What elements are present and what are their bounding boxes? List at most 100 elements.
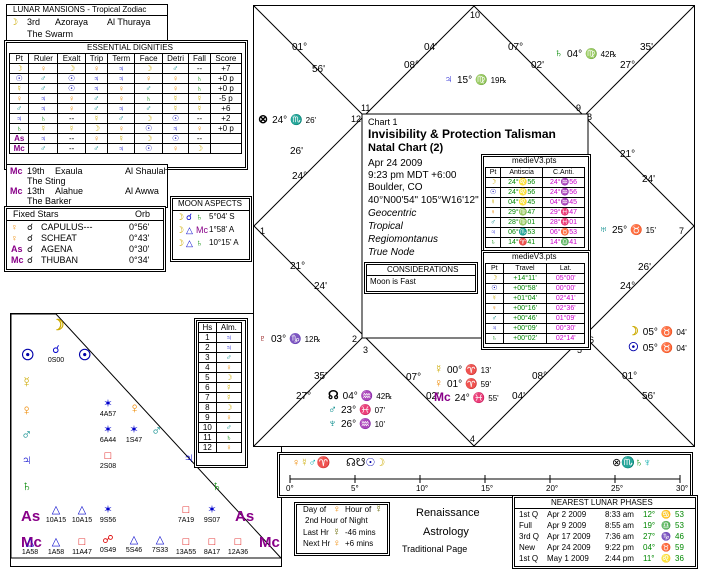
planet-degree: 25° (612, 225, 628, 236)
dignities-cell: ☽ (188, 143, 211, 154)
medieval-antiscia-cell: 14°♎41 (542, 237, 585, 248)
considerations-title: CONSIDERATIONS (387, 265, 459, 274)
planet-position: ♃15°♍19℞ (444, 72, 507, 86)
last-hour-mins: -46 mins (345, 528, 376, 537)
aspect-grid-label: ☿ (21, 374, 33, 391)
aspect-cell-value: 8A17 (203, 549, 221, 556)
aspect-grid-label: ☽ (51, 317, 65, 334)
cusp-minute: 24' (642, 174, 656, 185)
almuten-planet: ♀ (215, 442, 243, 453)
phase-time: 9:22 pm (605, 543, 634, 552)
phase-name: Full (519, 521, 532, 530)
aspect-grid-label: ♃ (183, 450, 195, 467)
aspect-grid-label: Mc (259, 534, 280, 551)
brand-line-3: Traditional Page (402, 544, 468, 554)
dignities-cell: ♃ (28, 133, 59, 144)
dignities-cell: ☿ (188, 93, 211, 104)
dignities-cell: ☽ (134, 133, 163, 144)
moon-aspect-a: ☽ (176, 225, 185, 235)
dignities-cell: ☽ (134, 113, 163, 124)
almuten-planet: ☿ (215, 392, 243, 403)
medieval-antiscia-cell: ♃ (484, 227, 502, 238)
planet-sign: ♍ (475, 75, 488, 86)
dignities-header: Face (134, 53, 163, 64)
cusp-degree: 26' (290, 146, 304, 157)
aspect-cell-glyph: △ (25, 536, 35, 548)
moon-aspect-a: ☽ (176, 238, 185, 248)
strip-tick-label: 20° (546, 484, 559, 493)
aspect-cell-value: 1S47 (125, 437, 143, 444)
dignities-cell: ♂ (161, 63, 190, 74)
fixed-star-name: THUBAN (41, 255, 79, 265)
house-number: 3 (363, 345, 369, 355)
aspect-grid-label: As (21, 508, 41, 525)
cusp-minute: 24° (620, 281, 636, 292)
medieval-travel-cell: +00°09' (502, 323, 548, 334)
aspect-grid-label: ♂ (21, 426, 33, 443)
almuten-row: 11♄ (198, 432, 243, 443)
cusp-degree: 35' (314, 371, 328, 382)
phase-name: 1st Q (519, 510, 539, 519)
planet-sign: ♒ (360, 391, 374, 402)
medieval-antiscia-cell: 29°♓47 (542, 207, 585, 218)
dignities-cell: ☿ (8, 83, 30, 94)
dignities-cell: ♂ (107, 113, 136, 124)
medieval-antiscia-cell: 04°♒45 (542, 197, 585, 208)
aspect-cell: □11A47 (69, 536, 95, 560)
strip-tick-label: 5° (351, 484, 359, 493)
dignities-cell: ♂ (84, 143, 109, 154)
mansion2-name: Exaula (55, 166, 83, 176)
aspect-cell-value: 2S08 (99, 463, 117, 470)
aspect-cell-value: 0S49 (99, 547, 117, 554)
moon-aspects-title: MOON ASPECTS (178, 199, 243, 208)
dignities-row: ☿♂☉♃♀♂♀♄+0 p (8, 83, 243, 94)
dignities-cell: +2 (209, 113, 243, 124)
planet-position: ♆26°♒10' (328, 416, 385, 430)
phase-degree: 11° (643, 554, 655, 563)
cusp-minute: 08° (404, 60, 420, 71)
moon-aspect-val: 5°04' S (209, 212, 235, 221)
aspect-cell: □13A55 (173, 536, 199, 560)
dignities-cell: ♃ (28, 93, 59, 104)
degree-strip-scale (289, 475, 681, 483)
dignities-cell (209, 143, 243, 154)
medieval-antiscia-cell: 28°♓01 (542, 217, 585, 228)
dignities-cell: ♂ (84, 93, 109, 104)
phase-sign: ♑ (661, 532, 671, 541)
dignities-header: Fall (188, 53, 211, 64)
aspect-cell-glyph: ☍ (102, 534, 114, 546)
day-of-label: Day of (303, 505, 327, 514)
almuten-planet: ♀ (215, 412, 243, 423)
aspect-cell: □2S08 (95, 450, 121, 474)
medieval-antiscia-cell: 28°♍01 (500, 217, 544, 228)
house-number: 8 (587, 112, 593, 122)
dignities-cell: -- (188, 63, 211, 74)
lunar-mansions-title: LUNAR MANSIONS - Tropical Zodiac (13, 5, 147, 14)
phase-name: New (519, 543, 536, 552)
dignities-cell: ♀ (84, 133, 109, 144)
moon-aspect-b: Mc (196, 225, 208, 235)
fixed-star-name: SCHEAT (41, 233, 77, 243)
night-hour-label: 2nd Hour of Night (305, 516, 368, 525)
dignities-cell: ♃ (84, 73, 109, 84)
dignities-cell: ♀ (107, 123, 136, 134)
brand-line-1: Renaissance (416, 507, 480, 519)
dignities-cell: +6 (209, 103, 243, 114)
dignities-cell: ☿ (188, 103, 211, 114)
dignities-cell: -- (57, 133, 86, 144)
fixed-stars-panel: Fixed Stars Orb ♀☌CAPULUS---0°56'♀☌SCHEA… (4, 206, 166, 272)
planet-sign: ♓ (359, 405, 372, 416)
aspect-grid-label: ♃ (21, 452, 33, 469)
dignities-cell: ♂ (134, 103, 163, 114)
aspect-cell-glyph: △ (51, 504, 61, 516)
medieval-antiscia-cell: 14°♈41 (500, 237, 544, 248)
planet-minutes: 42℞ (600, 50, 617, 59)
chart-place: Boulder, CO (368, 182, 423, 193)
dignities-header: Exalt (57, 53, 86, 64)
dignities-row: ☽♀☽♀♃☽♂--+7 (8, 63, 243, 74)
